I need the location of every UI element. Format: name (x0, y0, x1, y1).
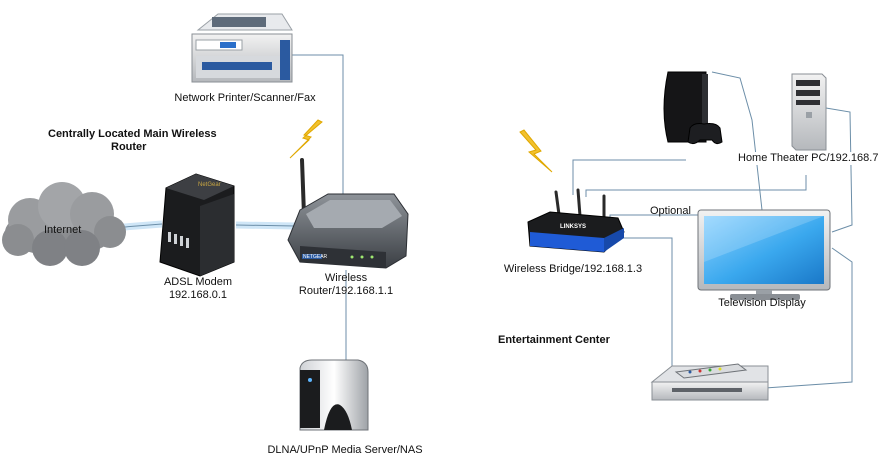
television-icon (697, 209, 831, 300)
link-htpc-tv (825, 107, 853, 233)
entertainment-center-heading: Entertainment Center (498, 334, 610, 346)
nas-label: DLNA/UPnP Media Server/NAS (267, 444, 423, 456)
modem-brand-mark: NetGear (198, 182, 221, 188)
main-router-heading-line1: Centrally Located Main Wireless (48, 128, 217, 140)
adsl-modem-icon: NetGear (159, 173, 235, 277)
main-router-heading: Centrally Located Main Wireless Router (48, 128, 217, 154)
modem-ip: 192.168.0.1 (168, 289, 228, 301)
bridge-label: Wireless Bridge/192.168.1.3 (503, 263, 643, 275)
nas-server-icon (299, 359, 369, 431)
modem-name: ADSL Modem (163, 276, 233, 288)
game-console-icon (663, 71, 723, 145)
wireless-router-icon: NETGEAR (287, 158, 409, 269)
main-router-heading-line2: Router (111, 141, 147, 153)
bridge-brand-mark: LINKSYS (560, 224, 586, 230)
link-tv-satbox (764, 247, 853, 389)
pc-tower-icon (791, 73, 827, 151)
wireless-bridge-icon: LINKSYS (527, 188, 625, 253)
link-ps3-tv (711, 71, 763, 211)
connection-lines (290, 54, 853, 389)
optional-link-label: Optional (650, 205, 691, 217)
router-ip: Router/192.168.1.1 (298, 285, 394, 297)
htpc-label: Home Theater PC/192.168.7 (738, 152, 878, 165)
link-bridge-ps3 (572, 159, 686, 195)
router-brand-mark: NETGEAR (303, 254, 328, 260)
printer-label: Network Printer/Scanner/Fax (174, 92, 316, 104)
wireless-signal-icon (289, 119, 323, 159)
link-bridge-htpc (585, 175, 807, 197)
link-bridge-satbox (620, 237, 673, 368)
router-label: Wireless Router/192.168.1.1 (290, 272, 402, 298)
tv-label: Television Display (718, 297, 806, 309)
link-printer-router (290, 54, 344, 200)
modem-label: ADSL Modem 192.168.0.1 (148, 276, 248, 302)
internet-label: Internet (44, 224, 82, 236)
printer-icon (191, 13, 293, 83)
internet-cloud-icon (2, 182, 126, 266)
router-name: Wireless (324, 272, 368, 284)
wireless-signal-icon (519, 129, 553, 173)
remote-control-icon (674, 363, 748, 379)
